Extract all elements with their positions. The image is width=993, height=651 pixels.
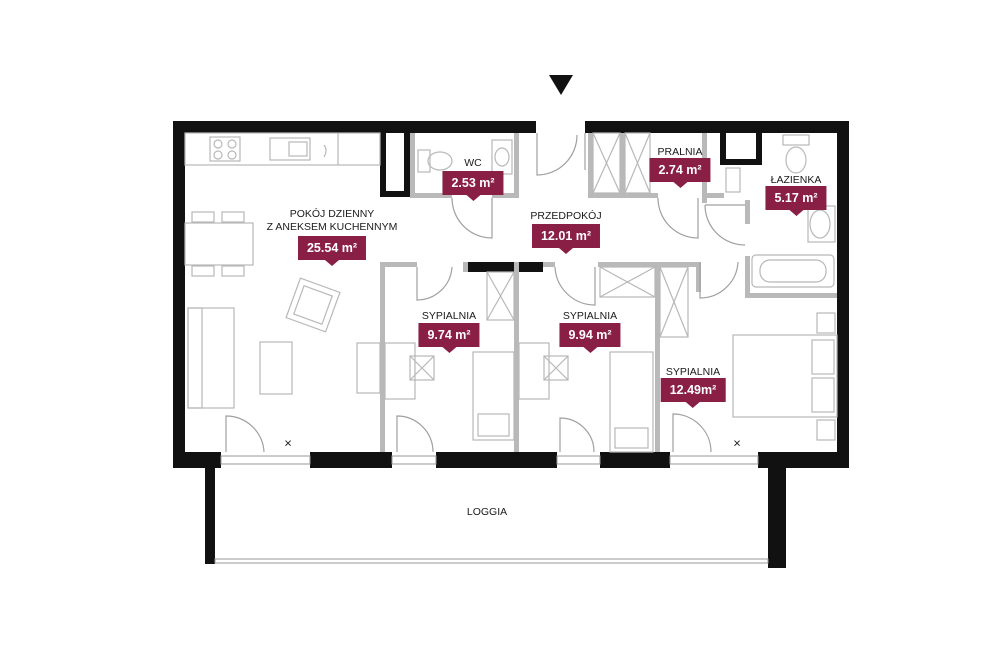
bedroom1-area-tag: 9.74 m² — [418, 323, 480, 353]
bedroom3-name: SYPIALNIA — [665, 366, 721, 378]
wc-name: WC — [464, 157, 482, 169]
exit-mark-icon: × — [733, 435, 741, 451]
hall-area-tag: 12.01 m² — [531, 224, 601, 254]
bedroom2-area-tag: 9.94 m² — [559, 323, 621, 353]
bathroom-name: ŁAZIENKA — [770, 174, 822, 186]
bathroom-fixtures — [751, 134, 836, 288]
loggia-name: LOGGIA — [466, 506, 508, 518]
doors — [225, 133, 746, 453]
bedroom3-furniture — [659, 266, 838, 441]
bedroom1-furniture — [384, 271, 515, 441]
living-furniture — [187, 277, 381, 409]
dining-table — [184, 211, 254, 277]
living-room-area-tag: 25.54 m² — [297, 236, 367, 266]
laundry-fixtures — [592, 132, 741, 194]
laundry-area-tag: 2.74 m² — [649, 158, 711, 188]
bathroom-area-tag: 5.17 m² — [765, 186, 827, 216]
windows — [220, 455, 759, 465]
entrance-arrow-icon — [549, 75, 573, 95]
kitchen-counter — [184, 132, 381, 166]
bedroom2-furniture — [518, 266, 656, 453]
bedroom1-name: SYPIALNIA — [421, 310, 477, 322]
wc-area-tag: 2.53 m² — [442, 171, 504, 201]
exit-mark-icon: × — [284, 435, 292, 451]
bedroom3-area-tag: 12.49m² — [660, 378, 726, 408]
living-room-name: POKÓJ DZIENNY Z ANEKSEM KUCHENNYM — [266, 208, 398, 233]
exterior-walls — [173, 121, 849, 568]
laundry-name: PRALNIA — [657, 146, 703, 158]
hall-name: PRZEDPOKÓJ — [530, 210, 602, 222]
bedroom2-name: SYPIALNIA — [562, 310, 618, 322]
